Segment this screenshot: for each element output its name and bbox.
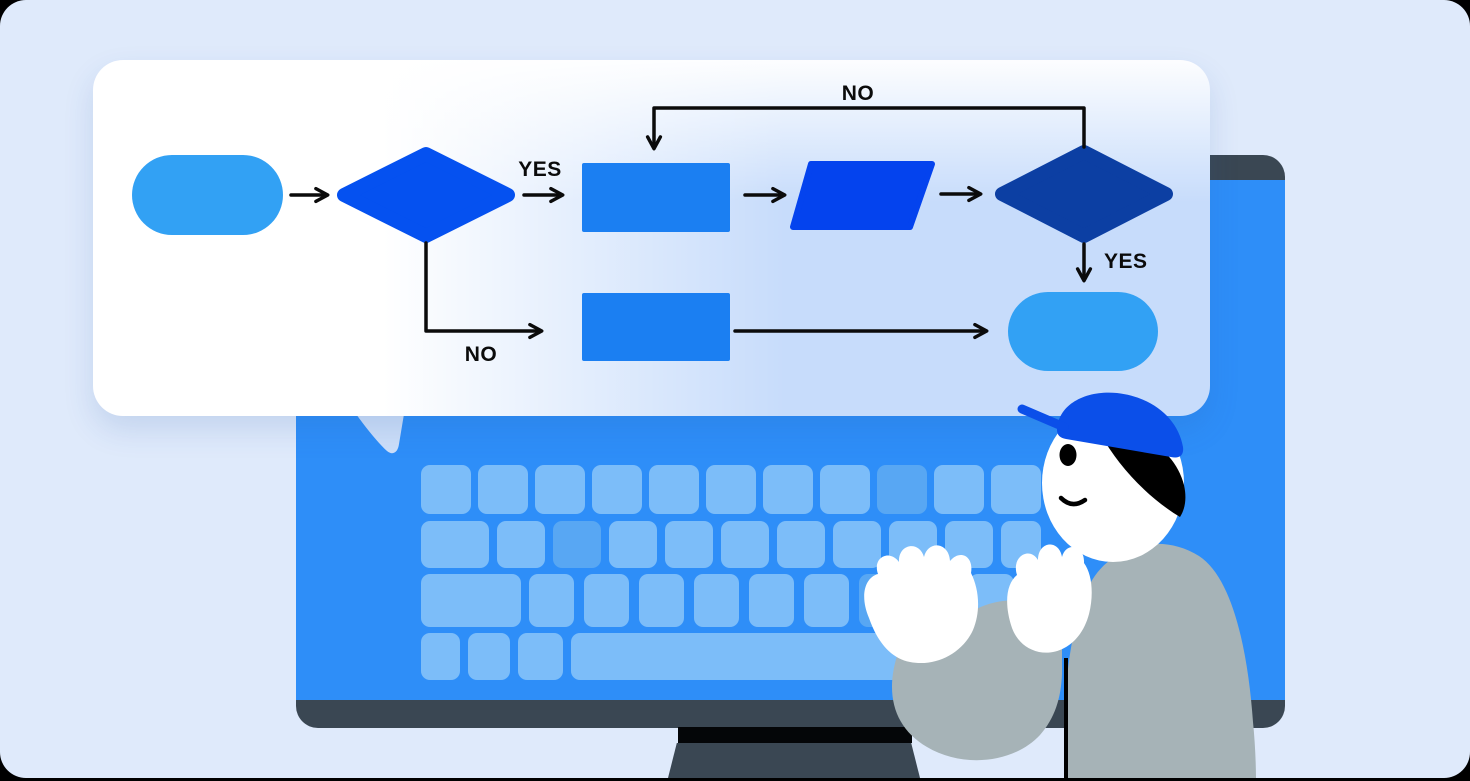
speech-bubble bbox=[93, 60, 1210, 416]
monitor-stand-neck bbox=[678, 727, 912, 743]
monitor-stand-base bbox=[668, 743, 920, 778]
